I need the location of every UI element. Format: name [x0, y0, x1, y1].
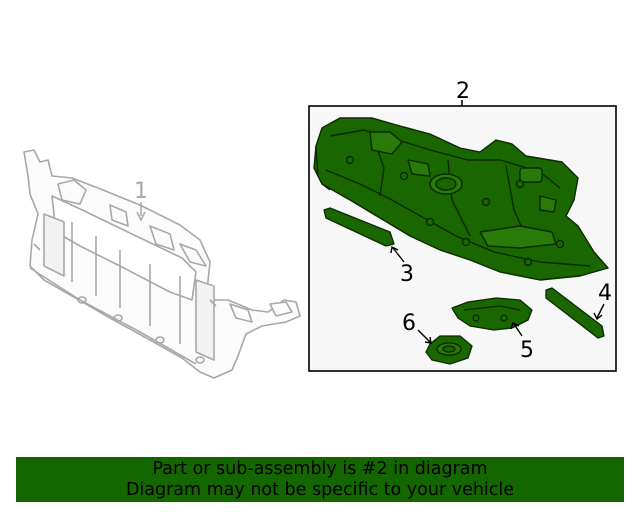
part-6-cap: [425, 335, 473, 365]
callout-2: 2: [456, 79, 470, 104]
banner-line-2: Diagram may not be specific to your vehi…: [125, 480, 515, 500]
leader-arrow-4: [593, 312, 603, 321]
callout-5: 5: [520, 338, 534, 363]
leader-line-5: [513, 323, 523, 337]
part-4-strip: [545, 287, 605, 339]
engine-under-cover-part-2: [313, 117, 609, 281]
leader-arrow-1: [136, 211, 146, 222]
callout-6: 6: [402, 311, 416, 336]
part-5-bracket: [451, 297, 533, 331]
parts-diagram: 1 2 3 4: [23, 79, 617, 379]
leader-arrow-3: [390, 245, 399, 254]
part-3-strip: [323, 207, 395, 247]
callout-1: 1: [134, 179, 148, 204]
info-banner: Part or sub-assembly is #2 in diagram Di…: [16, 457, 624, 502]
leader-line-4: [596, 303, 605, 319]
leader-line-3: [392, 247, 405, 263]
callout-4: 4: [598, 281, 612, 306]
leader-arrow-6: [424, 336, 432, 344]
banner-line-1: Part or sub-assembly is #2 in diagram: [152, 459, 488, 479]
radiator-support-part-1: [23, 149, 301, 379]
leader-arrow-5: [510, 322, 520, 330]
leader-line-6: [417, 329, 431, 343]
callout-3: 3: [400, 262, 414, 287]
